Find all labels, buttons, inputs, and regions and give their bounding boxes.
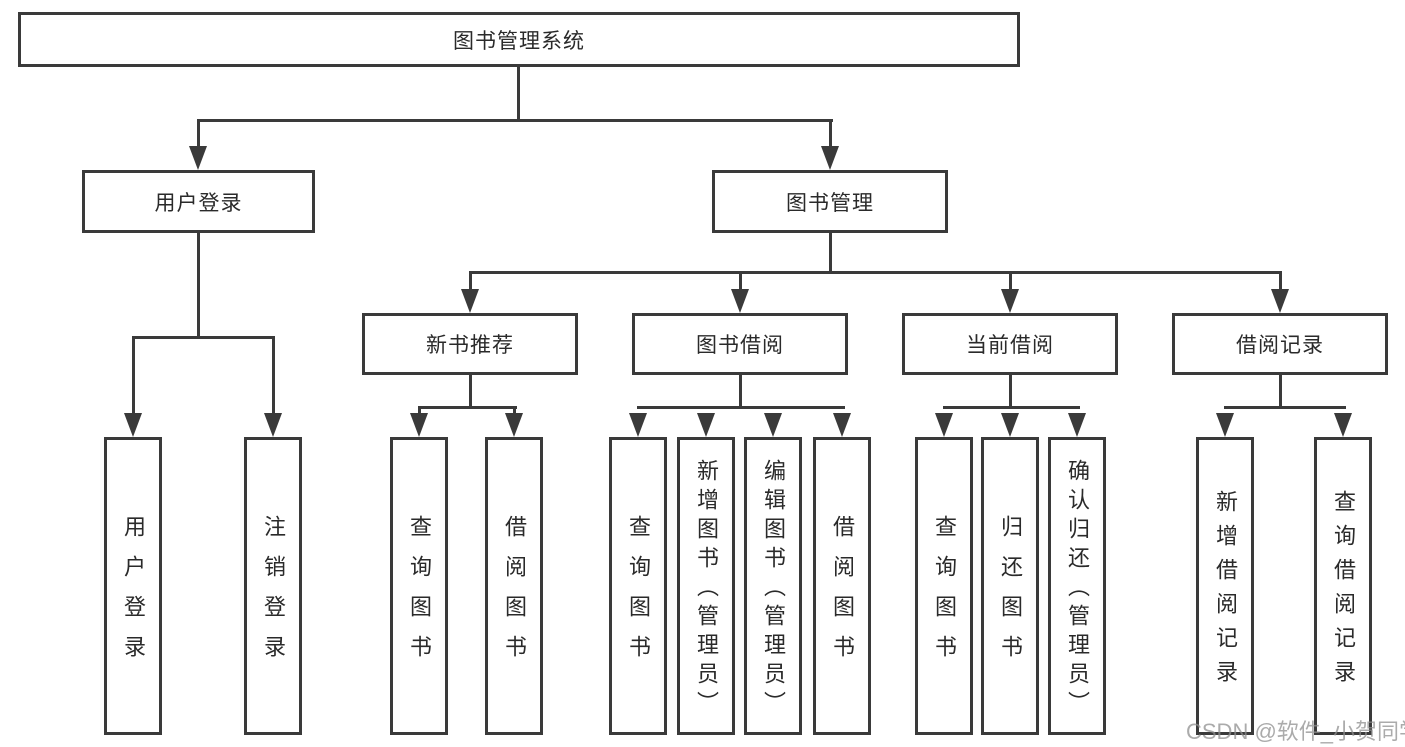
arrow-down-icon (1068, 413, 1086, 437)
arrow-down-icon (833, 413, 851, 437)
leaf-label: 用户登录 (121, 515, 146, 675)
leaf-records-add-record: 新增借阅记录 (1196, 437, 1254, 735)
arrow-down-icon (821, 146, 839, 170)
arrow-down-icon (1271, 289, 1289, 313)
leaf-label: 新增借阅记录 (1213, 490, 1238, 694)
node-new-book-recommend: 新书推荐 (362, 313, 578, 375)
connector-rec-hline (418, 406, 517, 409)
arrow-down-icon (264, 413, 282, 437)
leaf-current-query-books: 查询图书 (915, 437, 973, 735)
arrow-down-icon (731, 289, 749, 313)
arrow-down-icon (410, 413, 428, 437)
leaf-user-login: 用户登录 (104, 437, 162, 735)
connector-bb-vline (739, 375, 742, 409)
arrow-down-icon (1001, 413, 1019, 437)
connector-rec-drop (513, 406, 516, 416)
connector-drop-borrow (739, 271, 742, 292)
arrow-down-icon (935, 413, 953, 437)
connector-rec-drop (418, 406, 421, 416)
leaf-borrow-query-books: 查询图书 (609, 437, 667, 735)
leaf-recommend-query-books: 查询图书 (390, 437, 448, 735)
leaf-label: 新增图书（管理员） (694, 459, 719, 720)
connector-mgmt-hline (469, 271, 1282, 274)
connector-user-vline (197, 233, 200, 339)
leaf-borrow-add-books-admin: 新增图书（管理员） (677, 437, 735, 735)
node-current-borrow: 当前借阅 (902, 313, 1118, 375)
arrow-down-icon (697, 413, 715, 437)
connector-bb-hline (637, 406, 845, 409)
node-library-system: 图书管理系统 (18, 12, 1020, 67)
node-book-borrow: 图书借阅 (632, 313, 848, 375)
connector-cb-vline (1009, 375, 1012, 409)
node-book-management: 图书管理 (712, 170, 948, 233)
arrow-down-icon (505, 413, 523, 437)
connector-root-vline (517, 67, 520, 121)
arrow-down-icon (1001, 289, 1019, 313)
leaf-label: 借阅图书 (502, 515, 527, 675)
arrow-down-icon (124, 413, 142, 437)
connector-drop-leaf-logout (272, 336, 275, 415)
connector-drop-leaf-login (132, 336, 135, 415)
arrow-down-icon (461, 289, 479, 313)
connector-drop-records (1279, 271, 1282, 292)
connector-mgmt-vline (829, 233, 832, 274)
node-user-login: 用户登录 (82, 170, 315, 233)
leaf-label: 查询借阅记录 (1331, 490, 1356, 694)
connector-cb-hline (943, 406, 1080, 409)
connector-rec-vline (469, 375, 472, 409)
connector-rc-vline (1279, 375, 1282, 409)
connector-root-hline (197, 119, 833, 122)
leaf-current-confirm-return-admin: 确认归还（管理员） (1048, 437, 1106, 735)
csdn-watermark: CSDN @软件_小贺同学 (1186, 719, 1405, 744)
leaf-label: 编辑图书（管理员） (761, 459, 786, 720)
connector-drop-recommend (469, 271, 472, 292)
leaf-label: 查询图书 (932, 515, 957, 675)
leaf-label: 确认归还（管理员） (1065, 459, 1090, 720)
leaf-label: 查询图书 (626, 515, 651, 675)
leaf-records-query-record: 查询借阅记录 (1314, 437, 1372, 735)
arrow-down-icon (629, 413, 647, 437)
arrow-down-icon (1216, 413, 1234, 437)
leaf-label: 注销登录 (261, 515, 286, 675)
arrow-down-icon (1334, 413, 1352, 437)
leaf-logout: 注销登录 (244, 437, 302, 735)
connector-user-hline (132, 336, 275, 339)
node-borrow-records: 借阅记录 (1172, 313, 1388, 375)
leaf-borrow-borrow-books: 借阅图书 (813, 437, 871, 735)
connector-rc-hline (1224, 406, 1346, 409)
leaf-label: 借阅图书 (830, 515, 855, 675)
connector-drop-book-management (829, 119, 832, 148)
leaf-borrow-edit-books-admin: 编辑图书（管理员） (744, 437, 802, 735)
arrow-down-icon (764, 413, 782, 437)
leaf-label: 查询图书 (407, 515, 432, 675)
connector-drop-user-login (197, 119, 200, 148)
leaf-recommend-borrow-books: 借阅图书 (485, 437, 543, 735)
connector-drop-current (1009, 271, 1012, 292)
leaf-current-return-books: 归还图书 (981, 437, 1039, 735)
leaf-label: 归还图书 (998, 515, 1023, 675)
arrow-down-icon (189, 146, 207, 170)
